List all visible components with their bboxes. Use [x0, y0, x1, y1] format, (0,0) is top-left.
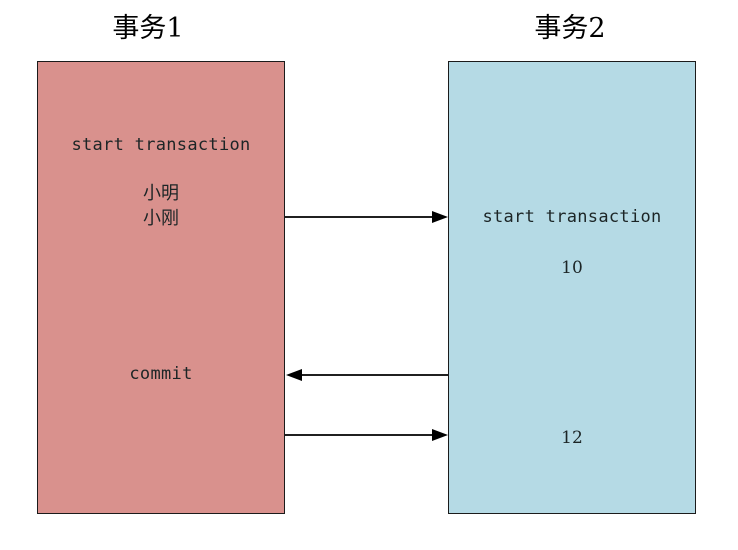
- transaction-2-start-label: start transaction: [482, 207, 662, 227]
- arrow-2-to-transaction-1: [286, 369, 448, 381]
- arrow-1-head: [432, 211, 448, 223]
- transaction-1-title: 事务1: [112, 13, 184, 44]
- transaction-1-row-xiaogang: 小刚: [143, 208, 179, 229]
- arrow-1-to-transaction-2: [285, 211, 448, 223]
- transaction-1-row-xiaoming: 小明: [143, 183, 179, 204]
- transaction-1-box: [37, 61, 285, 514]
- transaction-2-value-second: 12: [561, 428, 583, 448]
- arrow-3-head: [432, 429, 448, 441]
- arrow-2-head: [286, 369, 302, 381]
- transaction-2-title: 事务2: [534, 13, 606, 44]
- transaction-2-value-first: 10: [561, 258, 583, 278]
- transaction-1-commit-label: commit: [129, 364, 193, 384]
- arrow-3-to-transaction-2: [285, 429, 448, 441]
- transaction-1-start-label: start transaction: [71, 135, 251, 155]
- transaction-2-box: [448, 61, 696, 514]
